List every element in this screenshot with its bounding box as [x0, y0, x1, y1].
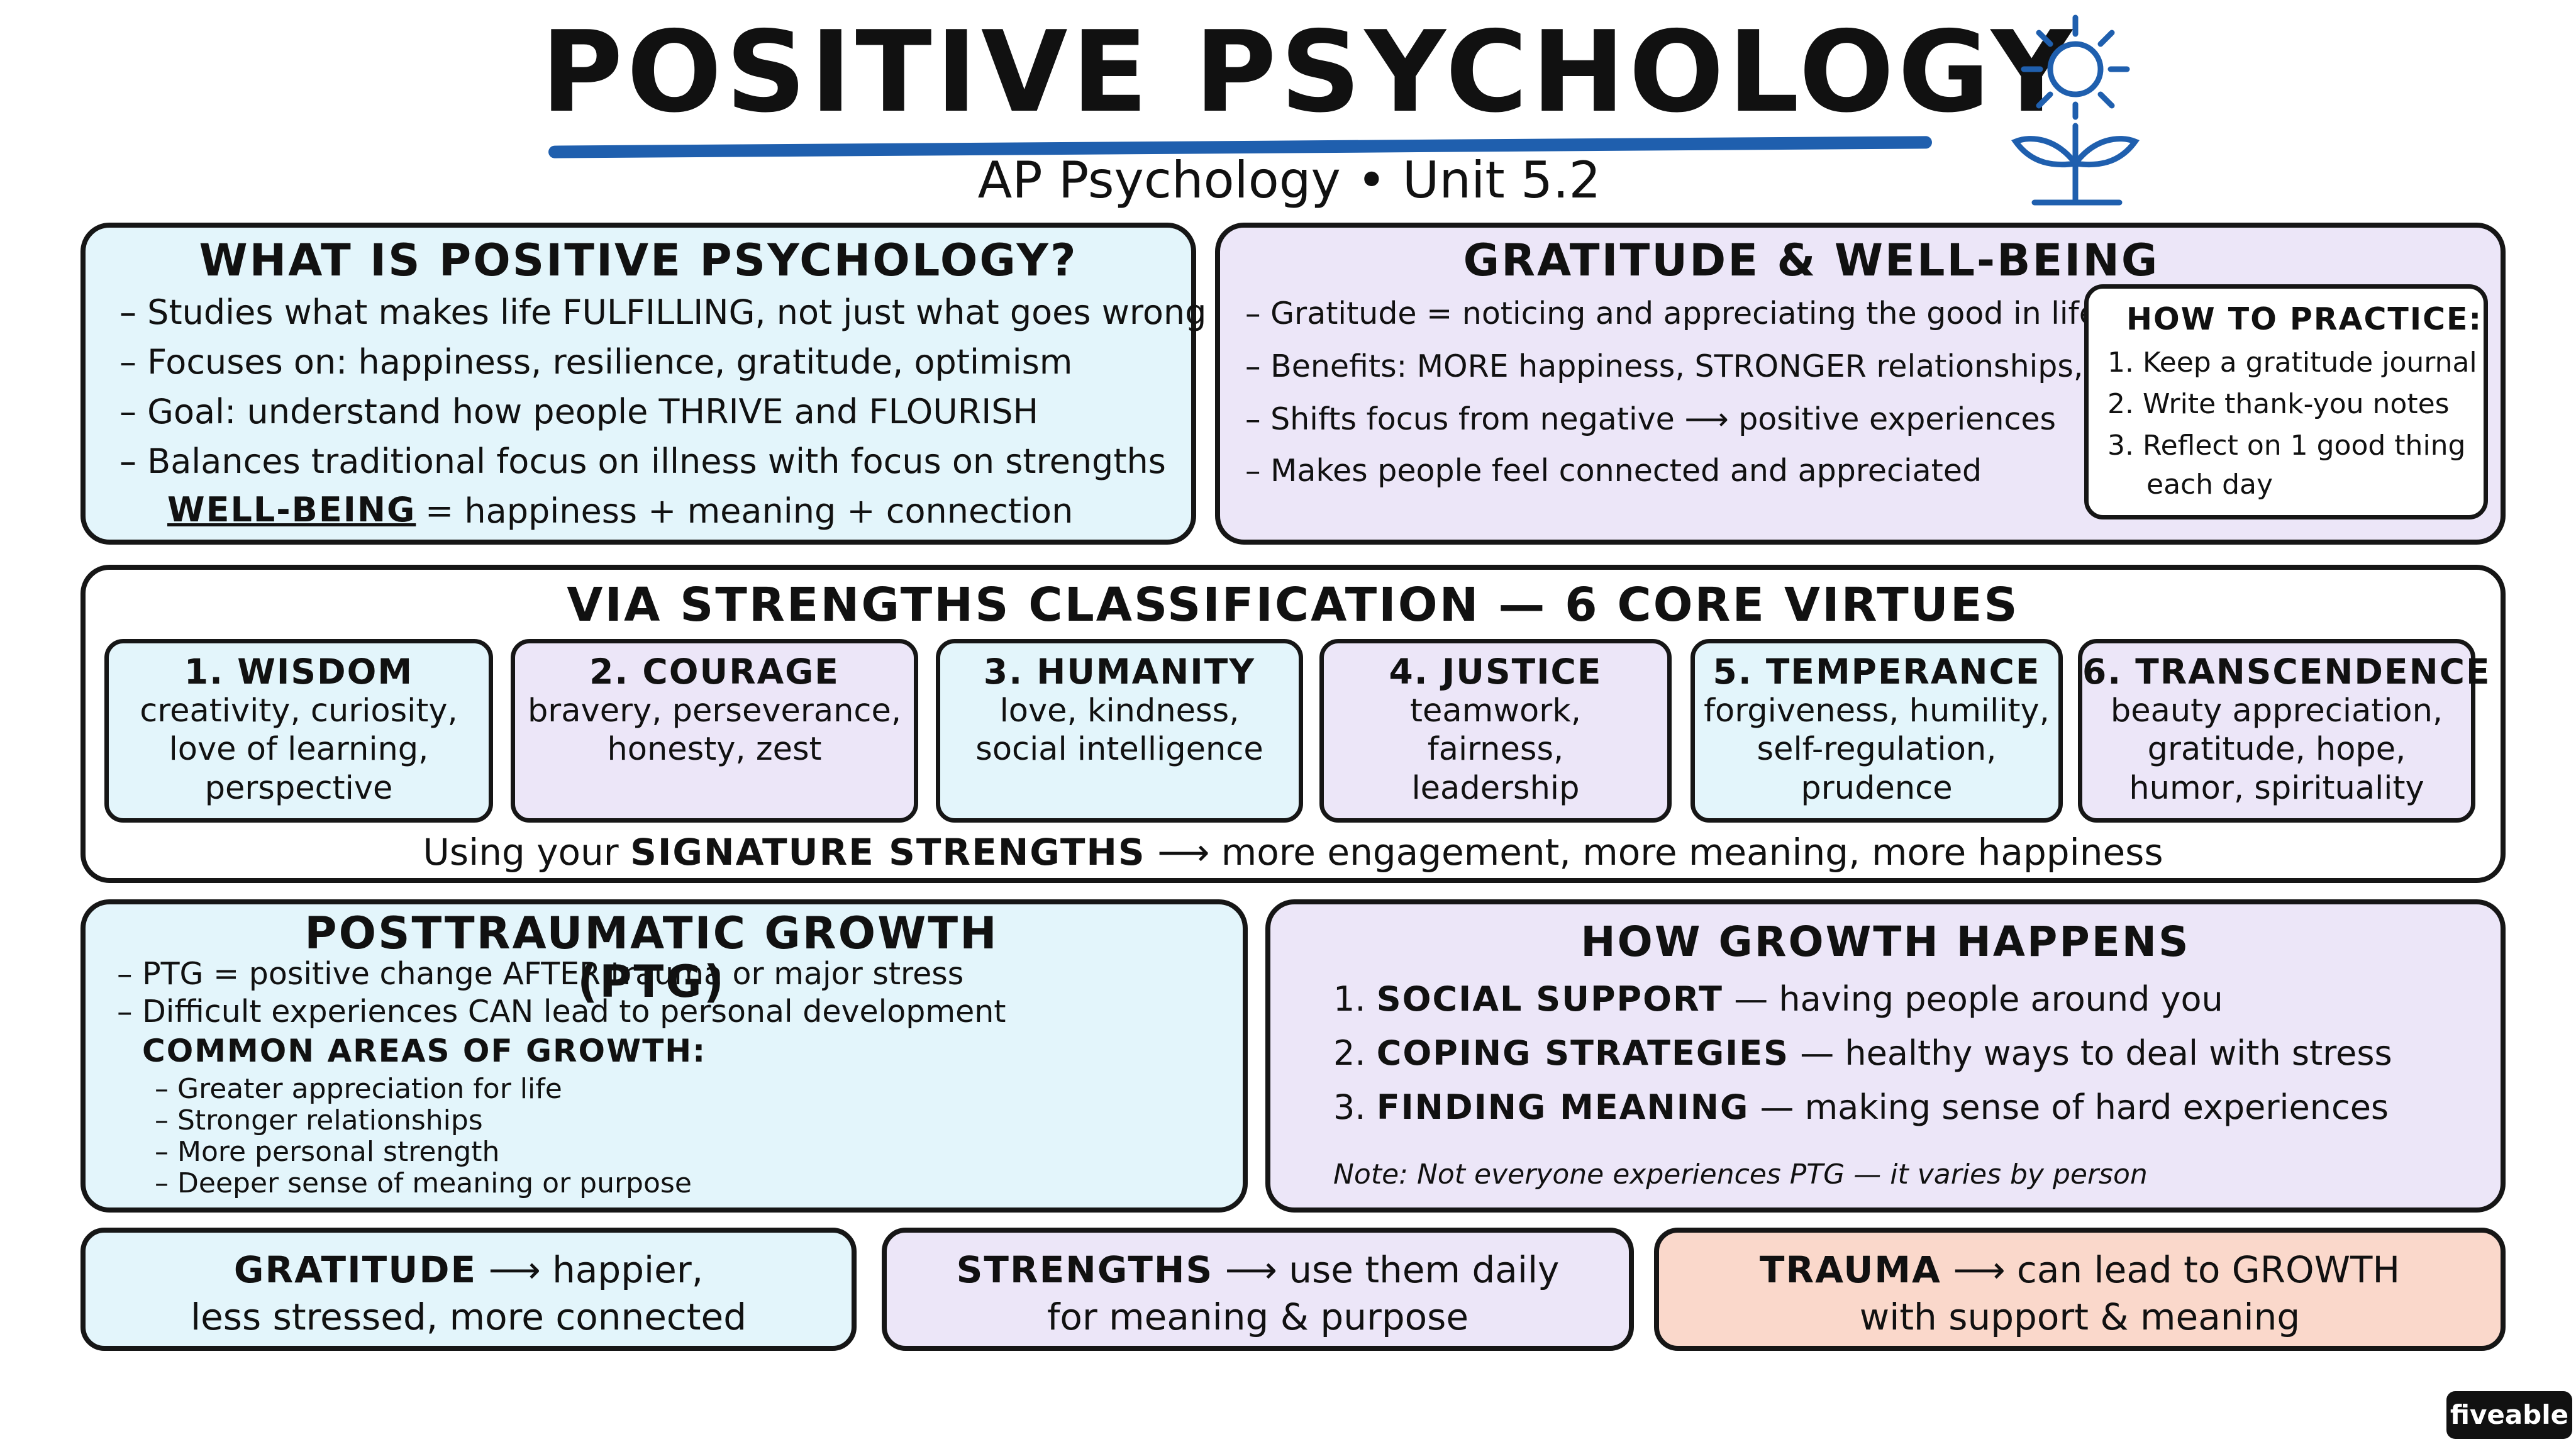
via-footer-post: ⟶ more engagement, more meaning, more ha…	[1157, 831, 2163, 874]
takeaway-text: ⟶ happier,	[488, 1248, 704, 1291]
growth-item-text: — healthy ways to deal with stress	[1800, 1033, 2392, 1073]
virtue-card-temperance: 5. TEMPERANCE forgiveness, humility, sel…	[1690, 639, 2063, 823]
growth-item-label: FINDING MEANING	[1376, 1087, 1750, 1127]
virtue-line: fairness,	[1427, 731, 1564, 769]
what-is-bullet: – Studies what makes life FULFILLING, no…	[119, 292, 1207, 332]
virtue-line: perspective	[204, 769, 393, 807]
sun-flower-icon	[2011, 14, 2140, 206]
ptg-area: – Stronger relationships	[155, 1104, 483, 1136]
via-footer-pre: Using your	[423, 831, 619, 874]
takeaway-line2: for meaning & purpose	[1046, 1296, 1469, 1339]
growth-panel: HOW GROWTH HAPPENS 1. SOCIAL SUPPORT — h…	[1265, 899, 2506, 1213]
virtue-name: 6. TRANSCENDENCE	[2082, 652, 2491, 692]
growth-item-num: 3.	[1333, 1087, 1366, 1127]
ptg-bullet: – PTG = positive change AFTER trauma or …	[117, 956, 964, 992]
virtue-line: creativity, curiosity,	[140, 692, 458, 730]
gratitude-bullet: – Makes people feel connected and apprec…	[1245, 453, 1982, 489]
page-title: POSITIVE PSYCHOLOGY	[541, 7, 2076, 137]
growth-item-label: COPING STRATEGIES	[1376, 1033, 1790, 1073]
takeaway-line2: less stressed, more connected	[190, 1296, 747, 1339]
virtue-line: self-regulation,	[1757, 731, 1997, 769]
gratitude-bullet: – Shifts focus from negative ⟶ positive …	[1245, 401, 2057, 437]
wellbeing-term: WELL-BEING	[167, 490, 416, 530]
growth-item: 2. COPING STRATEGIES — healthy ways to d…	[1333, 1036, 2392, 1070]
virtue-line: prudence	[1801, 769, 1953, 807]
virtue-line: honesty, zest	[607, 731, 822, 769]
practice-step: 2. Write thank-you notes	[2107, 388, 2450, 420]
virtue-line: teamwork,	[1410, 692, 1581, 730]
growth-title: HOW GROWTH HAPPENS	[1580, 918, 2190, 966]
wellbeing-definition: = happiness + meaning + connection	[425, 491, 1074, 531]
ptg-area: – More personal strength	[155, 1136, 500, 1168]
what-is-bullet: – Focuses on: happiness, resilience, gra…	[119, 342, 1073, 382]
via-panel: VIA STRENGTHS CLASSIFICATION — 6 CORE VI…	[80, 565, 2506, 883]
fiveable-logo: fiveable	[2446, 1391, 2572, 1439]
virtue-line: forgiveness, humility,	[1704, 692, 2050, 730]
what-is-bullet: – Goal: understand how people THRIVE and…	[119, 392, 1039, 431]
virtue-name: 5. TEMPERANCE	[1713, 652, 2041, 692]
ptg-title: POSTTRAUMATIC GROWTH (PTG)	[304, 908, 999, 1008]
takeaway-line: GRATITUDE ⟶ happier,	[86, 1246, 852, 1294]
growth-item-label: SOCIAL SUPPORT	[1376, 979, 1724, 1019]
virtue-line: bravery, perseverance,	[527, 692, 902, 730]
gratitude-title: GRATITUDE & WELL-BEING	[1463, 235, 2160, 286]
how-to-practice-title: HOW TO PRACTICE:	[2126, 301, 2483, 337]
ptg-panel: POSTTRAUMATIC GROWTH (PTG) – PTG = posit…	[80, 899, 1248, 1213]
ptg-area: – Deeper sense of meaning or purpose	[155, 1167, 692, 1199]
via-footer: Using your SIGNATURE STRENGTHS ⟶ more en…	[86, 834, 2501, 870]
via-title: VIA STRENGTHS CLASSIFICATION — 6 CORE VI…	[567, 578, 2019, 632]
what-is-title: WHAT IS POSITIVE PSYCHOLOGY?	[199, 235, 1078, 286]
growth-item: 3. FINDING MEANING — making sense of har…	[1333, 1091, 2389, 1124]
what-is-bullet: – Balances traditional focus on illness …	[119, 441, 1166, 481]
growth-item-num: 1.	[1333, 979, 1366, 1019]
virtue-card-justice: 4. JUSTICE teamwork, fairness, leadershi…	[1319, 639, 1672, 823]
takeaway-text: ⟶ can lead to GROWTH	[1953, 1248, 2401, 1291]
gratitude-bullet: – Gratitude = noticing and appreciating …	[1245, 296, 2098, 331]
virtue-name: 4. JUSTICE	[1389, 652, 1602, 692]
virtue-line: gratitude, hope,	[2147, 731, 2406, 769]
gratitude-panel: GRATITUDE & WELL-BEING – Gratitude = not…	[1215, 223, 2506, 545]
growth-note: Note: Not everyone experiences PTG — it …	[1333, 1158, 2148, 1191]
takeaway-bold: STRENGTHS	[956, 1248, 1214, 1291]
how-to-practice-box: HOW TO PRACTICE: 1. Keep a gratitude jou…	[2084, 284, 2488, 519]
virtue-name: 1. WISDOM	[184, 652, 414, 692]
virtue-card-wisdom: 1. WISDOM creativity, curiosity, love of…	[104, 639, 493, 823]
via-footer-signature: SIGNATURE STRENGTHS	[630, 831, 1146, 874]
virtue-line: beauty appreciation,	[2110, 692, 2443, 730]
virtue-line: leadership	[1411, 769, 1580, 807]
virtue-card-courage: 2. COURAGE bravery, perseverance, honest…	[511, 639, 918, 823]
takeaway-bold: TRAUMA	[1759, 1248, 1941, 1291]
page-subtitle: AP Psychology • Unit 5.2	[977, 151, 1601, 209]
growth-item-text: — making sense of hard experiences	[1760, 1087, 2389, 1127]
practice-step: 1. Keep a gratitude journal	[2107, 347, 2477, 379]
ptg-area: – Greater appreciation for life	[155, 1073, 562, 1105]
virtue-line: humor, spirituality	[2129, 769, 2424, 807]
practice-step: each day	[2146, 469, 2273, 501]
virtue-name: 3. HUMANITY	[983, 652, 1256, 692]
growth-item: 1. SOCIAL SUPPORT — having people around…	[1333, 982, 2223, 1016]
what-is-panel: WHAT IS POSITIVE PSYCHOLOGY? – Studies w…	[80, 223, 1206, 545]
growth-item-num: 2.	[1333, 1033, 1366, 1073]
virtue-line: love of learning,	[169, 731, 429, 769]
takeaway-bold: GRATITUDE	[233, 1248, 477, 1291]
takeaway-trauma: TRAUMA ⟶ can lead to GROWTH with support…	[1654, 1228, 2506, 1351]
virtue-card-transcendence: 6. TRANSCENDENCE beauty appreciation, gr…	[2078, 639, 2491, 823]
takeaway-strengths: STRENGTHS ⟶ use them daily for meaning &…	[882, 1228, 1634, 1351]
practice-step: 3. Reflect on 1 good thing	[2107, 430, 2466, 462]
virtue-line: social intelligence	[975, 731, 1263, 769]
virtue-name: 2. COURAGE	[589, 652, 840, 692]
takeaway-line: TRAUMA ⟶ can lead to GROWTH	[1659, 1246, 2501, 1294]
takeaway-line: STRENGTHS ⟶ use them daily	[887, 1246, 1629, 1294]
virtue-card-humanity: 3. HUMANITY love, kindness, social intel…	[936, 639, 1303, 823]
growth-item-text: — having people around you	[1734, 979, 2223, 1019]
takeaway-gratitude: GRATITUDE ⟶ happier, less stressed, more…	[80, 1228, 857, 1351]
takeaway-text: ⟶ use them daily	[1224, 1248, 1560, 1291]
ptg-bullet: – Difficult experiences CAN lead to pers…	[117, 994, 1006, 1030]
virtue-line: love, kindness,	[999, 692, 1240, 730]
takeaway-line2: with support & meaning	[1859, 1296, 2301, 1339]
ptg-areas-title: COMMON AREAS OF GROWTH:	[142, 1033, 707, 1069]
